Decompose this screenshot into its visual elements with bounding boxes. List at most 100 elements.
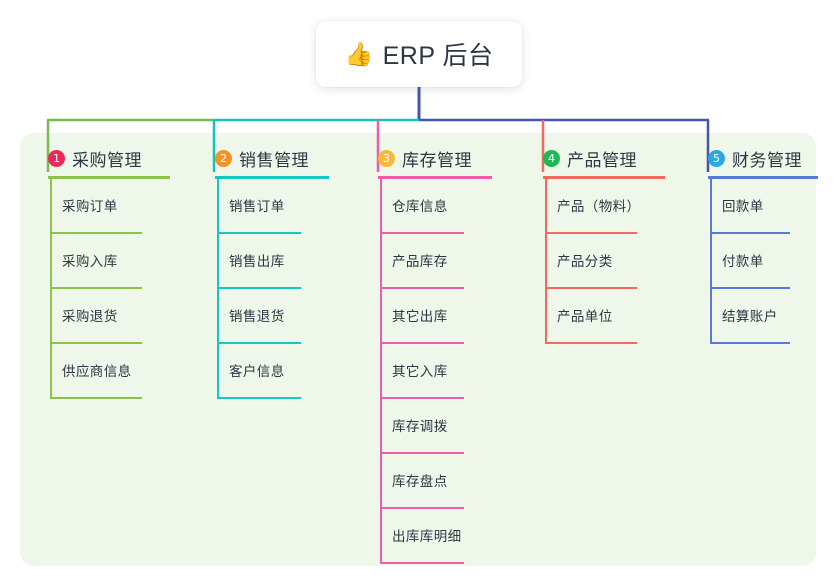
leaf-item[interactable]: 仓库信息: [358, 179, 490, 234]
leaf-item-rule: [50, 342, 142, 344]
leaf-item-rule: [710, 287, 790, 289]
column-spine-3: [380, 179, 382, 564]
column-title-4: 产品管理: [567, 150, 637, 170]
leaf-item-label: 回款单: [722, 199, 764, 214]
leaf-item-label: 产品单位: [557, 309, 613, 324]
column-header-4[interactable]: 4 产品管理: [523, 146, 663, 170]
leaf-item-label: 其它出库: [392, 309, 448, 324]
leaf-item[interactable]: 产品库存: [358, 234, 490, 289]
column-badge-4: 4: [543, 149, 560, 167]
leaf-item[interactable]: 供应商信息: [28, 344, 168, 399]
leaf-item[interactable]: 回款单: [688, 179, 816, 234]
column-items-2: 销售订单销售出库销售退货客户信息: [195, 179, 327, 399]
leaf-item-label: 产品分类: [557, 254, 613, 269]
leaf-item-label: 付款单: [722, 254, 764, 269]
thumbs-up-icon: 👍: [344, 40, 374, 67]
column-2: 2 销售管理销售订单销售出库销售退货客户信息: [195, 146, 329, 399]
leaf-item-label: 产品（物料）: [557, 199, 641, 214]
column-title-1: 采购管理: [72, 150, 142, 170]
leaf-item-rule: [217, 397, 301, 399]
column-items-5: 回款单付款单结算账户: [688, 179, 816, 344]
leaf-item-label: 销售退货: [229, 309, 285, 324]
column-title-3: 库存管理: [402, 150, 472, 170]
leaf-item[interactable]: 采购订单: [28, 179, 168, 234]
leaf-item-rule: [545, 342, 637, 344]
leaf-item[interactable]: 出库库明细: [358, 509, 490, 564]
column-badge-5: 5: [708, 149, 725, 167]
leaf-item-rule: [50, 397, 142, 399]
leaf-item-label: 采购退货: [62, 309, 118, 324]
column-header-2[interactable]: 2 销售管理: [195, 146, 327, 170]
leaf-item-rule: [545, 232, 637, 234]
root-node-label: 👍 ERP 后台: [344, 36, 493, 72]
leaf-item[interactable]: 结算账户: [688, 289, 816, 344]
leaf-item[interactable]: 采购退货: [28, 289, 168, 344]
column-spine-5: [710, 179, 712, 344]
leaf-item-label: 出库库明细: [392, 529, 462, 544]
leaf-item[interactable]: 其它入库: [358, 344, 490, 399]
leaf-item-label: 库存调拨: [392, 419, 448, 434]
leaf-item-label: 销售订单: [229, 199, 285, 214]
column-items-1: 采购订单采购入库采购退货供应商信息: [28, 179, 168, 399]
leaf-item-label: 供应商信息: [62, 364, 132, 379]
leaf-item-rule: [380, 232, 464, 234]
column-rule-2: [215, 176, 329, 179]
leaf-item-label: 仓库信息: [392, 199, 448, 214]
leaf-item-rule: [380, 287, 464, 289]
root-node[interactable]: 👍 ERP 后台: [316, 21, 522, 87]
leaf-item[interactable]: 库存调拨: [358, 399, 490, 454]
column-spine-4: [545, 179, 547, 344]
column-badge-3: 3: [378, 149, 395, 167]
leaf-item[interactable]: 采购入库: [28, 234, 168, 289]
leaf-item-rule: [710, 232, 790, 234]
leaf-item-rule: [545, 287, 637, 289]
leaf-item[interactable]: 客户信息: [195, 344, 327, 399]
leaf-item-rule: [380, 562, 464, 564]
column-spine-2: [217, 179, 219, 399]
column-items-3: 仓库信息产品库存其它出库其它入库库存调拨库存盘点出库库明细: [358, 179, 490, 564]
column-title-5: 财务管理: [732, 150, 802, 170]
column-4: 4 产品管理产品（物料） 产品分类产品单位: [523, 146, 665, 344]
leaf-item-rule: [380, 342, 464, 344]
column-header-3[interactable]: 3 库存管理: [358, 146, 490, 170]
leaf-item-rule: [50, 232, 142, 234]
leaf-item-rule: [217, 287, 301, 289]
root-node-title: ERP 后台: [382, 42, 494, 70]
column-header-1[interactable]: 1 采购管理: [28, 146, 168, 170]
leaf-item[interactable]: 销售退货: [195, 289, 327, 344]
leaf-item[interactable]: 销售订单: [195, 179, 327, 234]
leaf-item[interactable]: 库存盘点: [358, 454, 490, 509]
leaf-item-rule: [710, 342, 790, 344]
leaf-item[interactable]: 产品单位: [523, 289, 663, 344]
leaf-item-rule: [50, 287, 142, 289]
column-items-4: 产品（物料） 产品分类产品单位: [523, 179, 663, 344]
leaf-item-label: 销售出库: [229, 254, 285, 269]
columns-background-panel: [20, 133, 816, 566]
column-header-5[interactable]: 5 财务管理: [688, 146, 816, 170]
leaf-item[interactable]: 付款单: [688, 234, 816, 289]
leaf-item-label: 库存盘点: [392, 474, 448, 489]
column-rule-4: [543, 176, 665, 179]
leaf-item[interactable]: 产品（物料）: [523, 179, 663, 234]
leaf-item-rule: [217, 232, 301, 234]
leaf-item[interactable]: 其它出库: [358, 289, 490, 344]
leaf-item-label: 采购入库: [62, 254, 118, 269]
leaf-item[interactable]: 产品分类: [523, 234, 663, 289]
leaf-item-rule: [380, 397, 464, 399]
column-badge-1: 1: [48, 149, 65, 167]
column-title-2: 销售管理: [239, 150, 309, 170]
leaf-item-label: 采购订单: [62, 199, 118, 214]
leaf-item-rule: [380, 507, 464, 509]
leaf-item-label: 其它入库: [392, 364, 448, 379]
leaf-item-label: 结算账户: [722, 309, 778, 324]
column-spine-1: [50, 179, 52, 399]
leaf-item-rule: [380, 452, 464, 454]
column-3: 3 库存管理仓库信息产品库存其它出库其它入库库存调拨库存盘点出库库明细: [358, 146, 492, 564]
column-rule-3: [378, 176, 492, 179]
leaf-item-label: 产品库存: [392, 254, 448, 269]
column-rule-5: [708, 176, 818, 179]
column-badge-2: 2: [215, 149, 232, 167]
column-rule-1: [48, 176, 170, 179]
leaf-item[interactable]: 销售出库: [195, 234, 327, 289]
